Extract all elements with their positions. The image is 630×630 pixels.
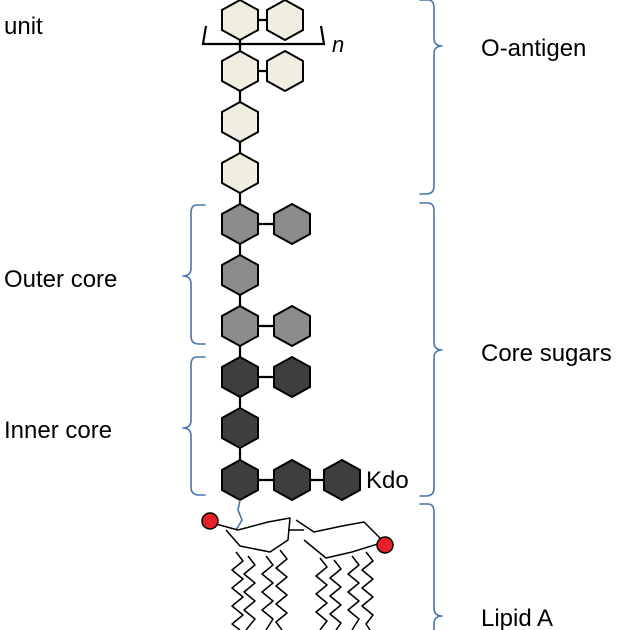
o-antigen-sugar	[266, 0, 304, 42]
fatty-acid-chain	[315, 557, 328, 630]
fatty-acid-chain	[243, 555, 256, 630]
region-braces	[182, 0, 443, 630]
inner-core-sugar	[273, 355, 311, 399]
phosphate-group	[376, 536, 394, 554]
label-repeating-unit: unit	[4, 13, 43, 40]
fatty-acid-chain	[361, 551, 374, 630]
outer-core-sugar	[273, 304, 311, 348]
brace-inner-core	[182, 356, 206, 496]
sugar-residues	[221, 0, 361, 502]
o-antigen-sugar	[266, 49, 304, 93]
brace-o-antigen	[419, 0, 443, 195]
outer-core-sugar	[273, 202, 311, 246]
label-o-antigen: O-antigen	[481, 35, 586, 62]
glucosamine-ring	[295, 519, 385, 559]
o-antigen-sugar	[221, 100, 259, 144]
fatty-acid-chain	[231, 551, 244, 630]
brace-outer-core	[182, 204, 206, 345]
outer-core-sugar	[221, 304, 259, 348]
fatty-acid-chain	[275, 549, 288, 630]
kdo-sugar	[273, 458, 311, 502]
labels: unit n O-antigen Outer core Core sugars …	[4, 13, 612, 630]
inner-core-sugar	[221, 458, 259, 502]
brace-lipid-a	[419, 503, 443, 630]
phosphate-group	[201, 512, 219, 530]
fatty-acid-chain	[347, 555, 360, 630]
inner-core-sugar	[221, 406, 259, 450]
label-lipid-a: Lipid A	[481, 605, 553, 630]
repeat-bracket	[201, 25, 326, 46]
core-lipid-linkage	[235, 499, 243, 531]
lipid-a-structure	[201, 512, 394, 630]
label-repeat-count: n	[332, 32, 344, 57]
outer-core-sugar	[221, 202, 259, 246]
o-antigen-sugar	[221, 0, 259, 42]
label-core-sugars: Core sugars	[481, 340, 612, 367]
label-kdo: Kdo	[366, 467, 409, 494]
inner-core-sugar	[221, 355, 259, 399]
kdo-sugar	[323, 458, 361, 502]
label-inner-core: Inner core	[4, 417, 112, 444]
fatty-acid-chain	[261, 555, 274, 630]
o-antigen-sugar	[221, 151, 259, 195]
o-antigen-sugar	[221, 49, 259, 93]
label-outer-core: Outer core	[4, 266, 117, 293]
brace-core-sugars	[419, 202, 443, 497]
outer-core-sugar	[221, 253, 259, 297]
glucosamine-ring	[215, 517, 291, 553]
fatty-acid-chain	[329, 559, 342, 630]
